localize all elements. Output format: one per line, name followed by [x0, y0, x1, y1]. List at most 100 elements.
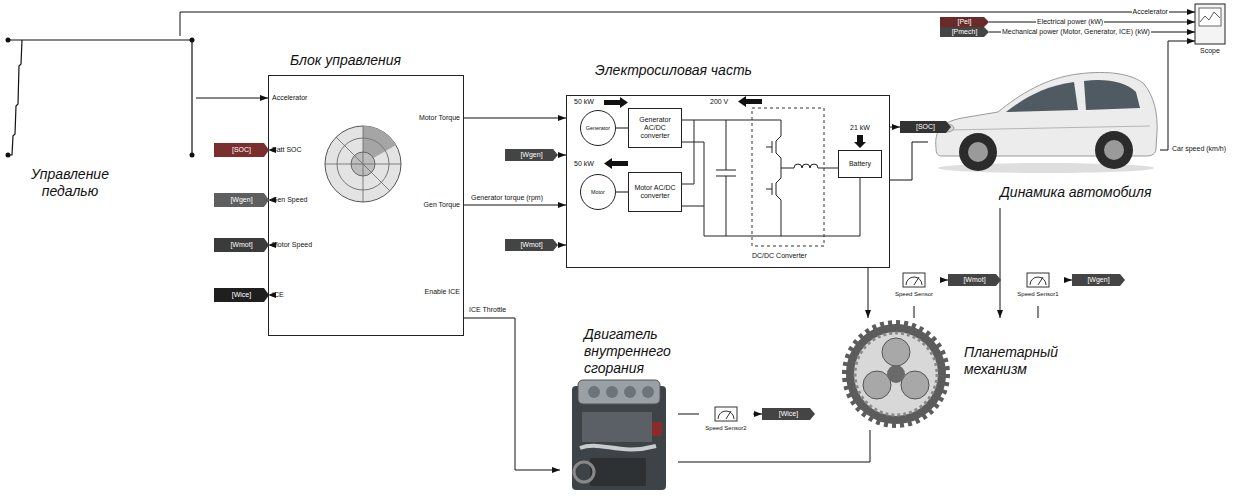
label-text: [Wmot]: [505, 241, 558, 249]
block-frame: [566, 95, 890, 268]
goto-tag: [Wmot]: [948, 274, 1001, 286]
drawing-rect: [1195, 4, 1225, 44]
from-tag: [Wmot]: [505, 239, 558, 251]
drawing-circle: [606, 386, 618, 398]
tag-shape: [940, 27, 989, 37]
speed-sensor-icon: [1027, 273, 1049, 287]
label-text: Batt SOC: [272, 146, 302, 154]
goto-tag: [SOC]: [900, 121, 951, 133]
signal-line: [678, 430, 870, 462]
planetary-gear-block: Планетарный механизм: [842, 318, 1064, 430]
drawing-circle: [574, 462, 594, 482]
drawing-circle: [6, 153, 11, 158]
drawing-path: [766, 168, 781, 236]
signal-builder: Управление педалью: [4, 36, 196, 208]
signal-line: [1000, 208, 1001, 318]
drawing-circle: [1104, 140, 1124, 160]
scope-block: Scope: [1195, 2, 1225, 58]
block-title: Двигатель внутреннего сгорания: [584, 326, 676, 376]
drawing-circle: [968, 142, 988, 162]
label-text: [Wmot]: [214, 241, 269, 249]
signal-line: [464, 318, 560, 470]
from-tag: [SOC]: [214, 143, 269, 157]
tag-shape: [940, 17, 989, 27]
drawing-path: [906, 277, 922, 285]
tag-shape: [762, 408, 815, 420]
line-label: Electrical power (kW): [1036, 18, 1104, 26]
vehicle-dynamics-block: Динамика автомобиля: [928, 60, 1160, 208]
power-electronics-block: Электросиловая часть50 kW50 kW200 V21 kW…: [566, 58, 890, 268]
drawing-path: [948, 126, 1150, 130]
block-title: Электросиловая часть: [595, 62, 752, 79]
drawing-path: [1030, 277, 1046, 285]
label-text: [Wgen]: [1072, 276, 1125, 284]
label-text: 50 kW: [574, 98, 594, 106]
label-text: 21 kW: [850, 124, 870, 132]
drawing-rect: [590, 458, 646, 486]
from-tag: [Pel]: [940, 17, 989, 27]
drawing-circle: [887, 365, 905, 383]
label-text: [Pel]: [940, 18, 989, 26]
drawing-path: [1084, 80, 1140, 110]
pedal-signal-graph: [6, 38, 195, 158]
label-text: Motor: [580, 189, 616, 195]
tag-shape: [505, 239, 558, 251]
goto-tag: [Wice]: [762, 408, 815, 420]
speed-sensor: Speed Sensor2: [699, 404, 753, 440]
signal-line: [868, 268, 869, 318]
drawing-circle: [325, 126, 401, 202]
speed-sensor-icon: [903, 273, 925, 287]
signal-line: [1065, 280, 1072, 281]
from-tag: [Wgen]: [214, 193, 269, 207]
signal-line: [941, 280, 948, 281]
label-text: 50 kW: [574, 160, 594, 168]
drawing-rect: [752, 108, 824, 246]
drawing-rect: [582, 412, 652, 442]
signal-line: [914, 306, 915, 318]
tag-shape: [900, 121, 951, 133]
drawing-circle: [588, 386, 600, 398]
from-tag: [Pmech]: [940, 27, 989, 37]
label-text: Speed Sensor1: [1011, 291, 1065, 298]
drawing-circle: [846, 324, 946, 424]
drawing-polygon: [854, 135, 866, 148]
label-text: Motor Torque: [419, 114, 460, 122]
circle-shape: [581, 175, 616, 210]
drawing-path: [781, 164, 838, 168]
label-text: [Pmech]: [940, 28, 989, 36]
drawing-rect: [903, 273, 925, 287]
label-text: Gen Speed: [272, 196, 307, 204]
drawing-path: [8, 40, 192, 155]
drawing-path: [766, 120, 781, 168]
planetary-gear-illustration: [845, 323, 947, 425]
label-text: [Wmot]: [948, 276, 1001, 284]
signal-line: [558, 155, 566, 156]
label-text: Motor Speed: [272, 241, 312, 249]
drawing-circle: [854, 332, 938, 416]
signal-line: [890, 142, 928, 180]
label-text: Motor AC/DC converter: [629, 184, 681, 201]
drawing-circle: [959, 133, 997, 171]
label-text: Generator: [580, 125, 616, 131]
speed-sensor: Speed Sensor1: [1011, 270, 1065, 306]
signal-line: [1038, 306, 1039, 318]
block-title: Динамика автомобиля: [1000, 184, 1160, 201]
drawing-circle: [6, 38, 11, 43]
label-text: Enable ICE: [425, 288, 460, 296]
tag-shape: [1072, 274, 1125, 286]
tag-shape: [214, 193, 269, 207]
drawing-path: [8, 40, 22, 155]
drawing-rect: [715, 407, 737, 421]
label-text: [SOC]: [214, 146, 269, 154]
drawing-circle: [845, 323, 947, 425]
drawing-path: [682, 120, 860, 236]
signal-line: [678, 414, 699, 415]
power-electronics-schematic: [604, 96, 866, 246]
car-illustration: [936, 72, 1157, 173]
label-text: Generator AC/DC converter: [629, 116, 681, 141]
speed-sensor: Speed Sensor: [887, 270, 941, 306]
battery-box: Battery: [838, 150, 882, 178]
drawing-path: [325, 126, 401, 202]
drawing-rect: [578, 380, 660, 404]
